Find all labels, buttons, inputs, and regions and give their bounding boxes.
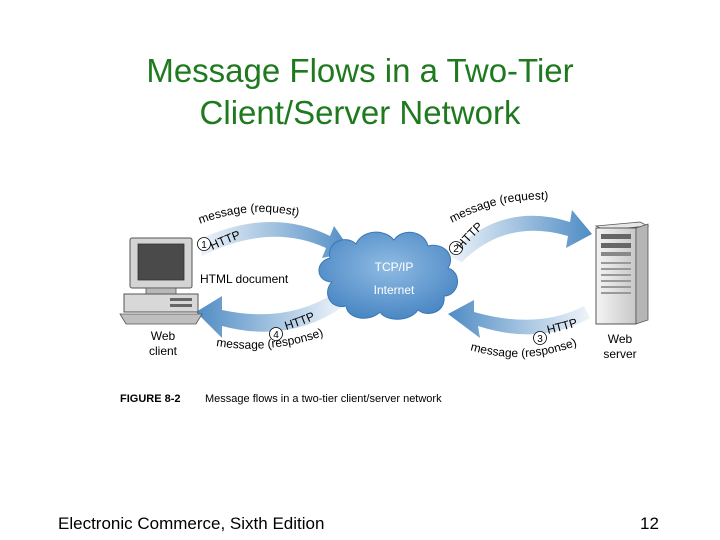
flow-1-step-number: 1 [201, 240, 207, 251]
client-label-line-1: Web [151, 329, 176, 343]
flow-3-step-number: 3 [537, 334, 543, 345]
server-label-line-2: server [603, 347, 636, 361]
flow-2-step-number: 2 [453, 244, 459, 255]
web-server-tower-icon [594, 221, 650, 325]
flow-2-step-marker [449, 241, 463, 255]
server-label-line-1: Web [608, 332, 633, 346]
html-document-label: HTML document [200, 272, 289, 286]
flow-4-step-number: 4 [273, 330, 279, 341]
cloud-label-line-2: Internet [374, 283, 415, 297]
arrow-response-server-to-internet [448, 300, 590, 338]
page-number: 12 [640, 514, 659, 533]
internet-cloud-icon [318, 231, 458, 320]
title-line-1: Message Flows in a Two-Tier [146, 52, 574, 89]
slide-title: Message Flows in a Two-Tier Client/Serve… [0, 50, 720, 134]
title-line-2: Client/Server Network [199, 94, 521, 131]
figure-number: FIGURE 8-2 [120, 393, 181, 405]
web-client-computer-icon [119, 237, 203, 325]
cloud-label-line-1: TCP/IP [375, 260, 414, 274]
arrow-request-internet-to-server [448, 210, 592, 262]
flow-3-message-label: message (response) [469, 335, 578, 360]
footer-book-title: Electronic Commerce, Sixth Edition [58, 514, 325, 533]
figure-caption: Message flows in a two-tier client/serve… [205, 393, 442, 405]
arrow-request-client-to-internet [198, 221, 352, 258]
arrow-response-internet-to-client [196, 292, 344, 338]
flow-1-step-marker [197, 237, 211, 251]
flow-3-step-marker [533, 331, 547, 345]
client-label-line-2: client [149, 344, 178, 358]
flow-4-step-marker [269, 327, 283, 341]
